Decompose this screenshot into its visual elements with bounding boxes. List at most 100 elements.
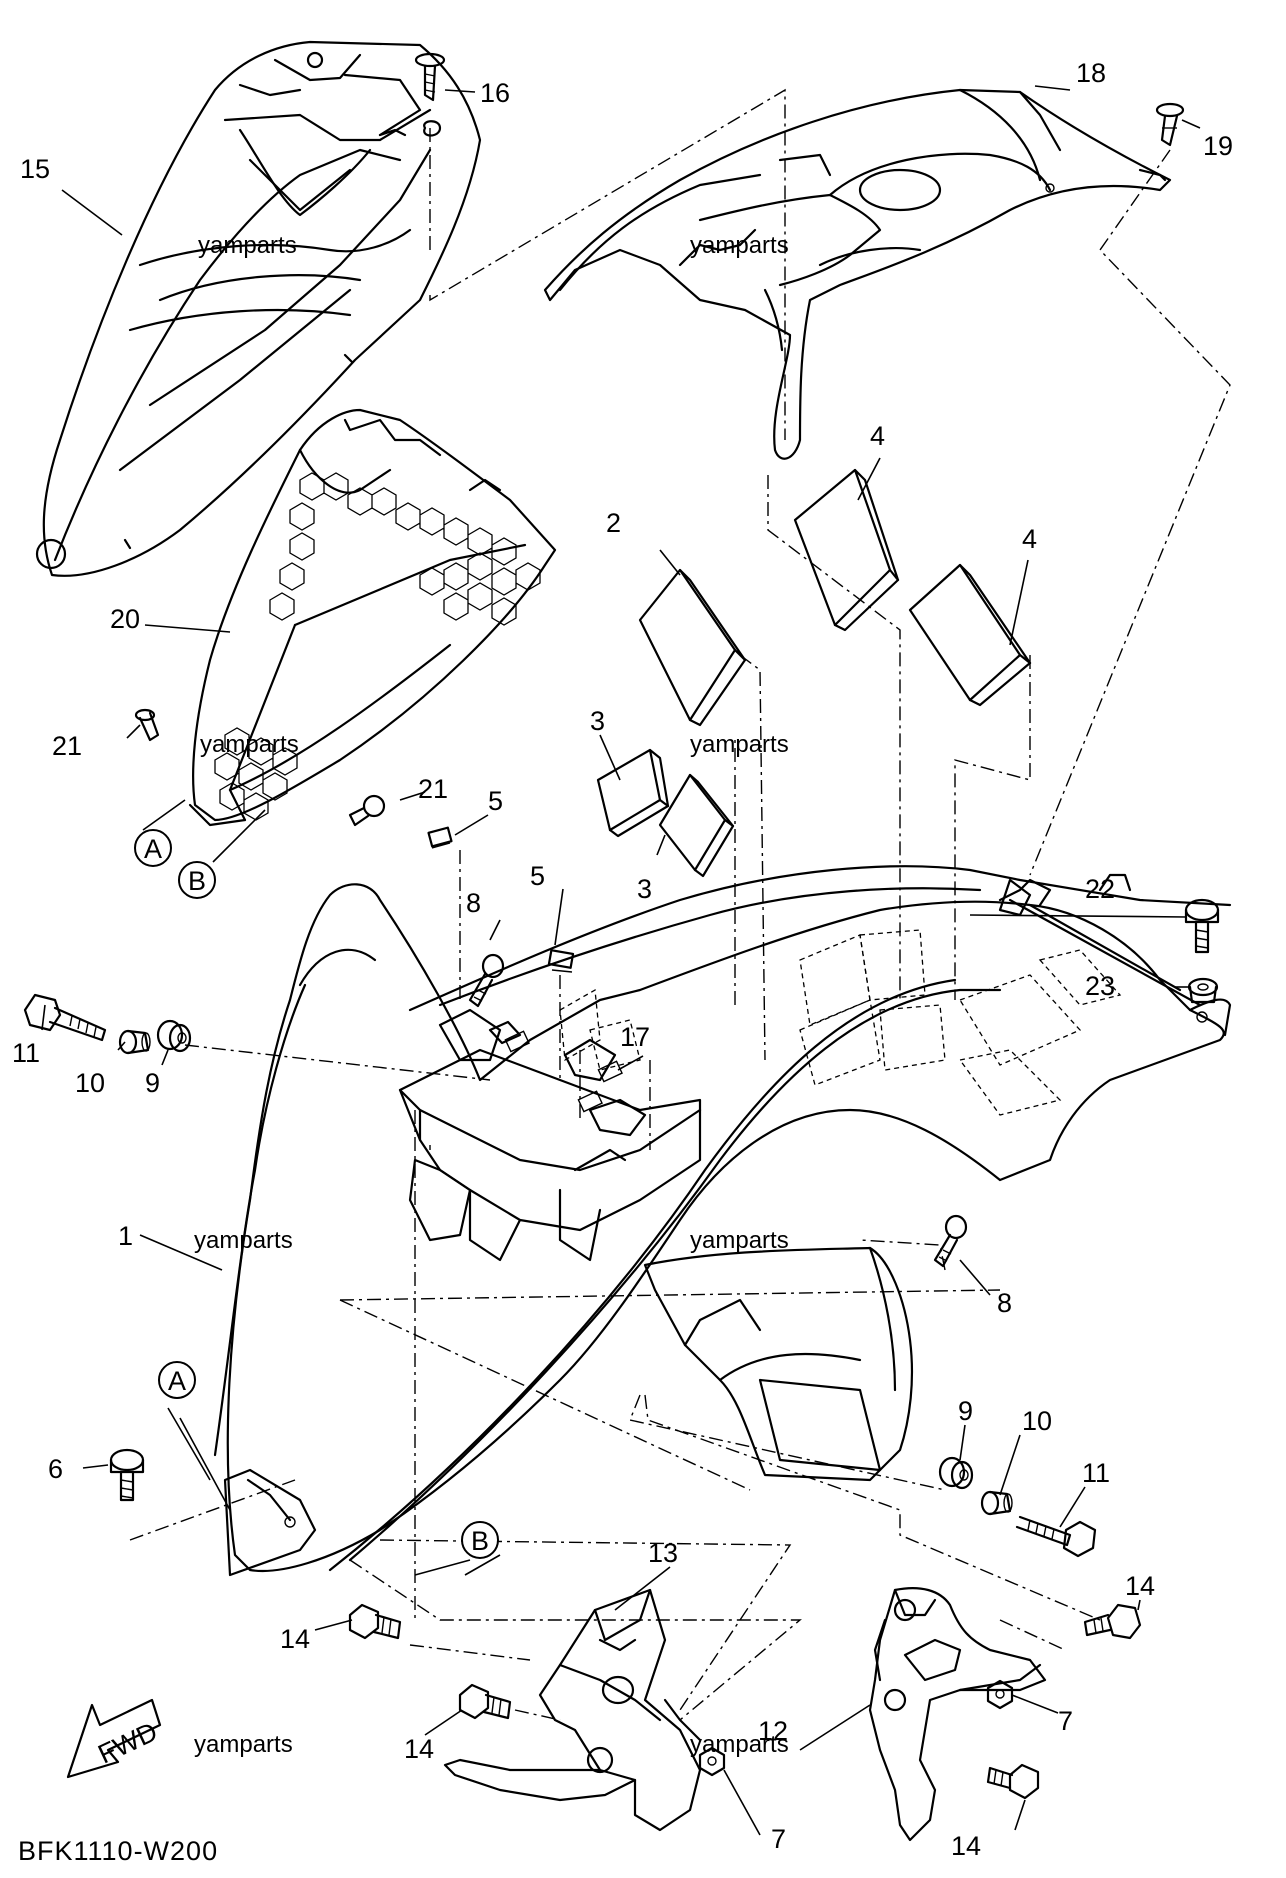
collar-icon [980,1490,1013,1516]
callout-13: 13 [648,1538,678,1568]
fwd-label: FWD [94,1716,162,1769]
watermark: yamparts [194,1227,293,1254]
screw-icon [348,794,386,827]
watermark: yamparts [690,1731,789,1758]
nut-icon [986,1679,1014,1710]
watermarks: yamparts yamparts yamparts yamparts yamp… [194,232,789,1758]
screw-icon [933,1214,968,1268]
svg-text:A: A [144,834,162,864]
fender-inner-bracket [398,1008,702,1262]
bracket-part-12 [868,1587,1047,1842]
clip-icon [547,949,575,973]
svg-text:B: B [471,1526,489,1556]
screw-icon [468,953,505,1008]
front-mudguard [643,1246,914,1482]
grille-part-20 [188,408,557,827]
nut-icon [698,1746,726,1777]
callout-9: 9 [145,1068,160,1098]
callout-21: 21 [52,731,82,761]
fender-lower-flap [223,1468,317,1577]
callout-5: 5 [530,861,545,891]
callout-4: 4 [870,421,885,451]
bolt-icon [1083,1603,1142,1640]
callout-12: 12 [758,1716,788,1746]
bolt-icon [1015,1515,1097,1558]
callout-23: 23 [1085,971,1115,1001]
screw-icon [414,52,446,137]
callout-2: 2 [606,508,621,538]
clip-icon [427,826,453,849]
ref-marker-a-upper: A [134,799,186,867]
callout-14: 14 [404,1734,434,1764]
callout-9: 9 [958,1396,973,1426]
front-cowl-part-15 [35,40,482,577]
callout-22: 22 [1085,874,1115,904]
callout-10: 10 [1022,1406,1052,1436]
callout-19: 19 [1203,131,1233,161]
diagram-code: BFK1110-W200 [18,1836,218,1866]
front-fender-part-1 [213,865,1232,1572]
grommet-icon [156,1019,192,1053]
callout-8: 8 [466,888,481,918]
callout-7: 7 [1058,1706,1073,1736]
pad-part-4-right [908,563,1032,707]
top-panel-part-18 [543,88,1172,460]
ref-marker-a-lower: A [158,1361,196,1399]
callout-11: 11 [12,1038,40,1068]
collar-icon [118,1029,151,1055]
bolt-icon [986,1763,1040,1800]
fwd-arrow-icon: FWD [66,1698,162,1779]
callout-18: 18 [1076,58,1106,88]
callout-5: 5 [488,786,503,816]
callout-20: 20 [110,604,140,634]
pad-part-2 [638,568,747,727]
callout-11: 11 [1082,1458,1110,1488]
callout-6: 6 [48,1454,63,1484]
callout-10: 10 [75,1068,105,1098]
svg-text:B: B [188,866,206,896]
grille-mesh-lower [214,727,298,821]
callout-15: 15 [20,154,50,184]
callout-14: 14 [1125,1571,1155,1601]
callout-3: 3 [590,706,605,736]
callout-16: 16 [480,78,510,108]
watermark: yamparts [690,232,789,259]
pad-part-3-right [658,773,735,878]
bracket-part-13 [443,1588,702,1832]
callout-21: 21 [418,774,448,804]
watermark: yamparts [690,731,789,758]
bolt-icon [109,1448,145,1502]
grommet-icon [938,1456,974,1490]
ref-marker-b-lower: B [414,1521,499,1576]
leader-lines [41,85,1201,1836]
pad-part-3-left [596,748,670,838]
watermark: yamparts [690,1227,789,1254]
hidden-pad-outlines [559,929,1122,1116]
grille-mesh-upper [269,472,541,626]
clip-icon [488,1020,522,1045]
bolt-icon [458,1683,512,1720]
screw-icon [134,708,160,742]
assembly-lines [129,88,1231,1721]
collar-icon [1187,977,1219,1004]
callout-17: 17 [620,1022,650,1052]
watermark: yamparts [198,232,297,259]
ref-marker-b-upper: B [178,809,266,899]
callout-labels: 1 2 3 3 4 4 5 5 6 7 7 8 8 9 9 10 10 11 1… [12,58,1233,1861]
bolt-icon [1184,898,1220,954]
bolt-icon [23,993,107,1042]
callout-3: 3 [637,874,652,904]
watermark: yamparts [194,1731,293,1758]
callout-8: 8 [997,1288,1012,1318]
callout-14: 14 [951,1831,981,1861]
callout-1: 1 [118,1221,133,1251]
clip-icon [1155,102,1185,147]
pad-part-4-left [793,468,900,632]
callout-7: 7 [771,1824,786,1854]
callout-4: 4 [1022,524,1037,554]
callout-14: 14 [280,1624,310,1654]
svg-text:A: A [168,1366,186,1396]
watermark: yamparts [200,731,299,758]
bolt-icon [348,1603,402,1640]
